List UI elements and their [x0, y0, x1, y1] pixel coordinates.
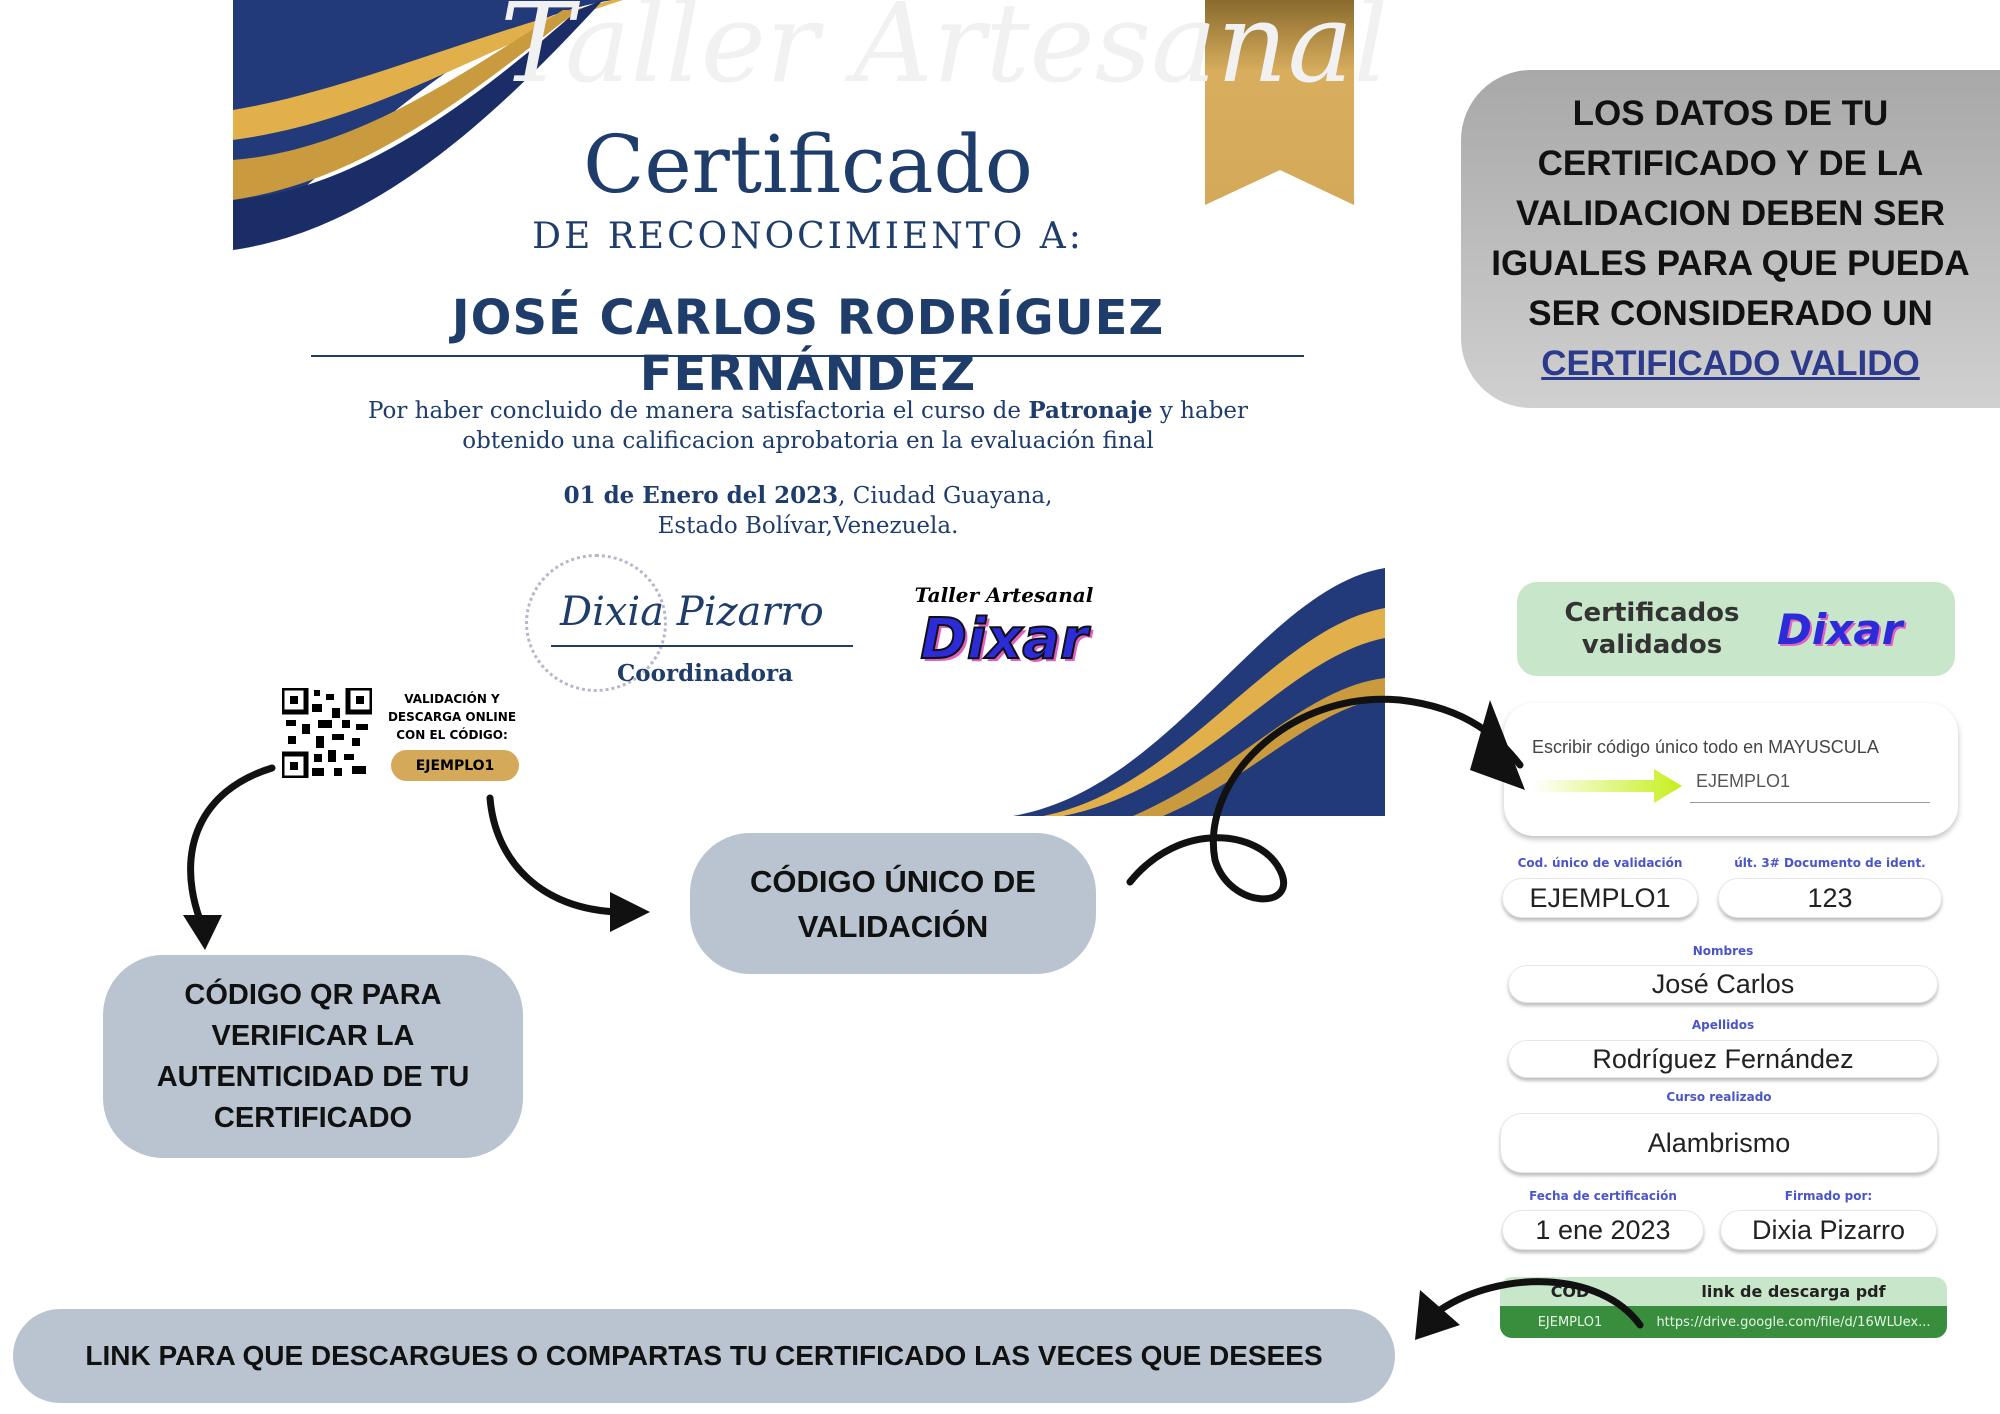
place: Estado Bolívar,Venezuela.: [657, 513, 959, 539]
callout-valid-data: LOS DATOS DE TU CERTIFICADO Y DE LA VALI…: [1461, 70, 2000, 408]
signature-line: [551, 645, 853, 647]
surnames-field: Rodríguez Fernández: [1508, 1040, 1938, 1078]
header-line: validados: [1581, 630, 1723, 660]
city: , Ciudad Guayana,: [838, 483, 1053, 509]
signer-role: Coordinadora: [617, 660, 793, 687]
recipient-name: JOSÉ CARLOS RODRÍGUEZ FERNÁNDEZ: [451, 290, 1165, 402]
callout-line: LOS DATOS DE TU: [1572, 94, 1889, 133]
field-label: Firmado por:: [1784, 1189, 1873, 1203]
signature: Dixia Pizarro: [560, 589, 824, 635]
input-label: Escribir código único todo en MAYUSCULA: [1532, 737, 1879, 757]
gold-ribbon: [1205, 0, 1354, 205]
signed-by-field: Dixia Pizarro: [1720, 1210, 1937, 1250]
logo-main-text: Dixar: [919, 606, 1088, 673]
callout-unique-code: CÓDIGO ÚNICO DE VALIDACIÓN: [690, 833, 1096, 974]
field-label: Curso realizado: [1666, 1090, 1772, 1104]
arrowhead-icon: [1415, 1290, 1460, 1340]
validator-header: Certificados validados Dixar: [1517, 582, 1955, 676]
certificate-body: Por haber concluido de manera satisfacto…: [300, 396, 1316, 456]
body-text: obtenido una calificacion aprobatoria en…: [462, 428, 1154, 454]
course-name: Patronaje: [1028, 397, 1153, 424]
callout-qr-code: CÓDIGO QR PARA VERIFICAR LA AUTENTICIDAD…: [103, 955, 523, 1158]
field-label: Apellidos: [1691, 1018, 1755, 1032]
callout-line: CERTIFICADO: [213, 1101, 413, 1134]
date-field: 1 ene 2023: [1502, 1210, 1704, 1250]
code-field: EJEMPLO1: [1502, 878, 1698, 918]
wave-decoration-top: [233, 0, 623, 250]
download-table: COD link de descarga pdf EJEMPLO1 https:…: [1500, 1277, 1947, 1338]
arrow-right-icon: [1532, 769, 1682, 803]
callout-line: CERTIFICADO Y DE LA: [1537, 144, 1924, 183]
callout-line: AUTENTICIDAD DE TU: [156, 1060, 470, 1093]
dixar-logo: Taller Artesanal Dixar: [904, 583, 1104, 699]
code-input-card: Escribir código único todo en MAYUSCULA …: [1504, 703, 1958, 836]
arrow-qr-to-callout: [187, 764, 276, 924]
callout-line: VALIDACION DEBEN SER: [1515, 194, 1946, 233]
pdf-download-link[interactable]: https://drive.google.com/file/d/16WLUex.…: [1656, 1314, 1931, 1330]
course-field: Alambrismo: [1500, 1113, 1938, 1173]
callout-line: SER CONSIDERADO UN: [1528, 294, 1933, 333]
callout-line: CÓDIGO ÚNICO DE: [750, 863, 1036, 899]
field-label: Nombres: [1692, 944, 1754, 958]
callout-line: VERIFICAR LA: [211, 1019, 415, 1052]
body-text: y haber: [1152, 398, 1249, 424]
code-pill: EJEMPLO1: [391, 750, 519, 781]
date: 01 de Enero del 2023: [563, 482, 839, 509]
code-input[interactable]: EJEMPLO1: [1690, 771, 1930, 803]
document-field: 123: [1718, 878, 1942, 918]
qr-instructions: VALIDACIÓN Y DESCARGA ONLINE CON EL CÓDI…: [382, 690, 522, 744]
names-field: José Carlos: [1508, 965, 1938, 1003]
name-underline: [311, 355, 1304, 357]
valid-certificate-link[interactable]: CERTIFICADO VALIDO: [1541, 344, 1920, 383]
callout-line: CÓDIGO QR PARA: [184, 978, 442, 1011]
watermark: Taller Artesanal: [500, 0, 1389, 107]
arrowhead-icon: [183, 915, 222, 950]
arrow-code-to-callout: [486, 794, 624, 916]
table-header: link de descarga pdf: [1701, 1282, 1886, 1301]
field-label: Fecha de certificación: [1529, 1189, 1677, 1203]
seal-icon: [525, 554, 667, 692]
callout-line: VALIDACIÓN: [797, 908, 989, 944]
field-label: Cod. único de validación: [1517, 856, 1683, 870]
body-text: Por haber concluido de manera satisfacto…: [367, 398, 1029, 424]
callout-line: IGUALES PARA QUE PUEDA: [1491, 244, 1970, 283]
qr-text-line: VALIDACIÓN Y: [404, 692, 500, 706]
table-header: COD: [1550, 1282, 1590, 1301]
certificate-subtitle: DE RECONOCIMIENTO A:: [532, 216, 1084, 257]
logo-top-text: Taller Artesanal: [914, 583, 1094, 607]
header-line: Certificados: [1564, 598, 1740, 628]
qr-text-line: CON EL CÓDIGO:: [396, 728, 508, 742]
arrowhead-icon: [610, 892, 650, 932]
field-label: últ. 3# Documento de ident.: [1734, 856, 1926, 870]
certificate-date: 01 de Enero del 2023, Ciudad Guayana, Es…: [400, 481, 1216, 541]
validator-logo: Dixar: [1777, 604, 1903, 654]
qr-text-line: DESCARGA ONLINE: [387, 710, 517, 724]
callout-download-link: LINK PARA QUE DESCARGUES O COMPARTAS TU …: [13, 1309, 1395, 1403]
certificate-title: Certificado: [583, 118, 1033, 211]
qr-code-icon: [282, 688, 372, 778]
table-cell-code: EJEMPLO1: [1537, 1314, 1603, 1330]
